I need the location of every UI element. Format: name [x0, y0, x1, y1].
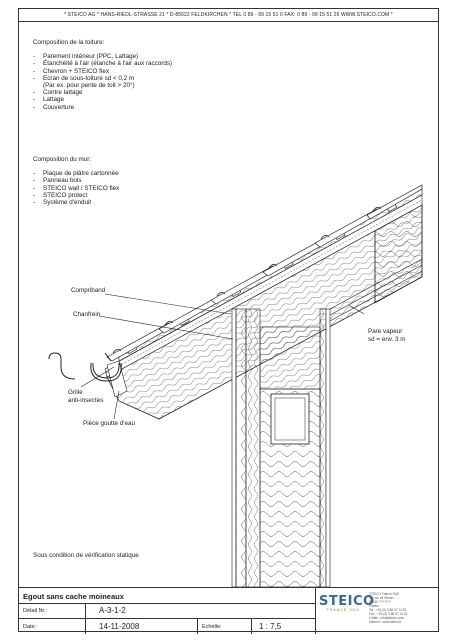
roof-item: -Ecran de sous-toiture sd < 0,2 m [33, 74, 135, 82]
contact-block: STEICO France SAS 47, rue de l'étoile 67… [369, 592, 408, 624]
interior-finish [329, 258, 423, 322]
top-plate [259, 326, 321, 390]
roof-composition-title: Composition de la toiture: [33, 39, 105, 46]
wall-build-up [231, 308, 331, 587]
steico-logo: STEICO FRANCE SAS [319, 594, 375, 630]
roof-item: -Contre lattage [33, 89, 83, 97]
roof-tiles [106, 184, 423, 362]
label-pare-vapeur-sd: sd = env. 3 m [368, 336, 406, 343]
detail-number-value: A-3-1-2 [99, 606, 126, 615]
drawing-title: Egout sans cache moineaux [23, 592, 124, 601]
gutter [48, 352, 122, 382]
title-block: Egout sans cache moineaux Détail Nr.: A-… [19, 587, 438, 634]
label-compriband: Compriband [71, 287, 106, 294]
roof-item: -Étanchéité à l'air (étanche à l'air aux… [33, 60, 173, 68]
wall-item: -Plaque de plâtre cartonnée [33, 170, 119, 178]
scale-value: 1 : 7,5 [259, 622, 282, 631]
wall-item: -Panneau bois [33, 177, 82, 185]
date-label: Date: [23, 624, 37, 630]
roof-composition: Composition de la toiture: -Parement int… [33, 39, 172, 111]
roof-item: -Chevron + STEICO flex [33, 67, 109, 75]
wall-item: -Système d'enduit [33, 199, 92, 207]
roof-item: -Lattage [33, 96, 65, 104]
wall-stud [245, 308, 261, 587]
eaves-section-drawing [48, 184, 423, 587]
roof-item: -Parement intérieur (PPC, Lattage) [33, 53, 139, 61]
static-verification-note: Sous condition de vérification statique [33, 552, 139, 559]
leader-lines [80, 293, 365, 420]
date-value: 14-11-2008 [99, 622, 140, 631]
fascia-board [106, 360, 128, 398]
roof-item: (Par ex. pour pente de toit > 20°) [43, 82, 135, 90]
label-pare-vapeur: Pare vapeur [368, 328, 403, 335]
roof-item: -Couverture [33, 103, 75, 111]
label-piece-goutte-d-eau: Pièce goutte d'eau [83, 420, 135, 427]
label-anti-insectes: anti-insectes [68, 397, 104, 404]
steico-protect [235, 308, 247, 587]
logo-wordmark: STEICO [319, 594, 375, 609]
company-header: * STEICO AG * HANS-RIEDL-STRASSE 21 * D-… [19, 9, 438, 22]
detail-number-label: Détail Nr.: [23, 608, 48, 614]
wood-panel [319, 308, 327, 587]
wall-composition: Composition du mur: -Plaque de plâtre ca… [33, 156, 119, 206]
label-chanfrein: Chanfrein [73, 311, 101, 318]
drawing-sheet: * STEICO AG * HANS-RIEDL-STRASSE 21 * D-… [18, 8, 439, 634]
frame-opening [270, 393, 310, 445]
wall-composition-title: Composition du mur: [33, 156, 92, 163]
wall-item: -STEICO wall / STEICO flex [33, 184, 120, 192]
logo-subline: FRANCE SAS [326, 608, 360, 612]
render-layer [231, 308, 237, 587]
plasterboard [325, 308, 331, 587]
wall-item: -STEICO protect [33, 191, 88, 199]
scale-label: Echelle: [202, 624, 222, 630]
roof-build-up [104, 184, 423, 420]
label-grille: Grille [68, 389, 83, 396]
